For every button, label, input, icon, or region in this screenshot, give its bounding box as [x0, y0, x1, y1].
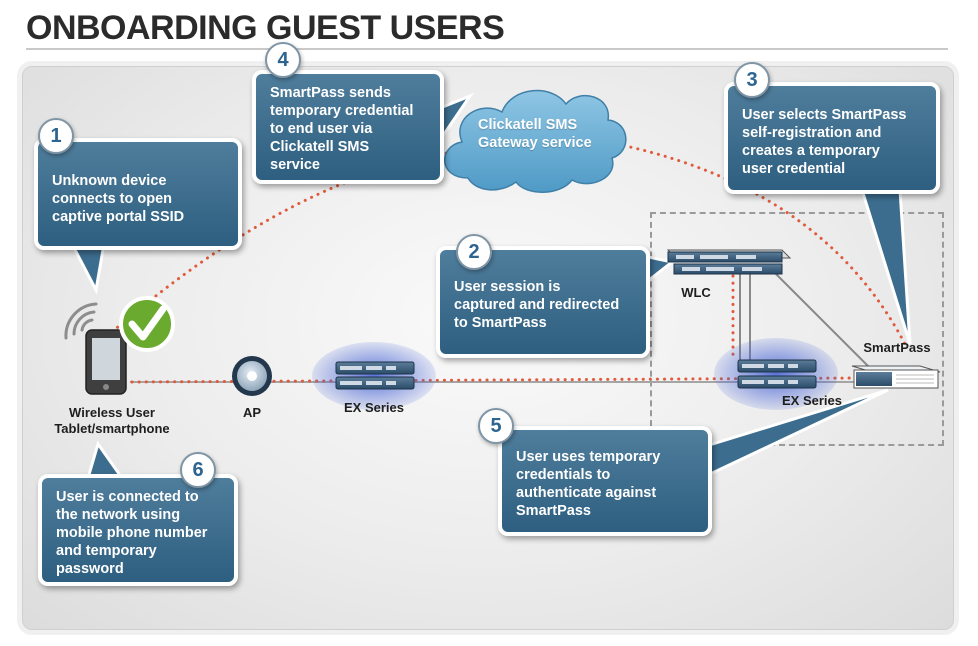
step-1-text-line: captive portal SSID [52, 209, 185, 225]
step-4-badge: 4 [265, 42, 301, 78]
step-1-badge: 1 [38, 118, 74, 154]
step-3-badge: 3 [734, 62, 770, 98]
step-1-text-line: connects to open [52, 191, 173, 207]
wireless-user-label: Wireless User Tablet/smartphone [42, 405, 182, 437]
title-divider [26, 48, 948, 50]
ap-label: AP [242, 405, 262, 420]
device-to-sms-gateway-path [110, 148, 470, 334]
step-3-text-line: User selects SmartPass [742, 107, 907, 123]
step-3-text-line: self-registration and [742, 125, 882, 141]
step-5-badge: 5 [478, 408, 514, 444]
smartphone-icon [85, 329, 127, 395]
step-6-text-line: and temporary [56, 543, 157, 559]
step-6-text-line: password [56, 561, 124, 577]
sms-gateway-label-line-2: Gateway service [478, 135, 592, 151]
step-6-badge: 6 [180, 452, 216, 488]
step-6-callout: User is connected to the network using m… [38, 474, 238, 586]
step-1-callout: Unknown device connects to open captive … [34, 138, 242, 250]
step-6-text-line: mobile phone number [56, 525, 208, 541]
step-4-text-line: Clickatell SMS [270, 139, 370, 155]
sms-gateway-label: Clickatell SMS Gateway service [478, 116, 592, 152]
step-4-callout: SmartPass sends temporary credential to … [252, 70, 444, 184]
wireless-signal-icon [64, 302, 98, 340]
wlc-controller-icon [666, 249, 792, 275]
smartpass-label: SmartPass [863, 340, 931, 355]
ex-series-right-label: EX Series [782, 393, 842, 408]
step-5-text-line: User uses temporary [516, 449, 661, 465]
step-6-text-line: User is connected to [56, 489, 199, 505]
step-3-callout: User selects SmartPass self-registration… [724, 82, 940, 194]
checkmark-icon [119, 296, 175, 352]
sms-gateway-label-line-1: Clickatell SMS [478, 117, 578, 133]
ex-series-left-label: EX Series [344, 400, 404, 415]
wireless-user-label-line-2: Tablet/smartphone [54, 421, 170, 436]
access-point-icon [232, 356, 272, 396]
step-2-text-line: User session is [454, 279, 561, 295]
step-3-text-line: creates a temporary [742, 143, 880, 159]
page-title: ONBOARDING GUEST USERS [26, 9, 505, 47]
step-5-callout: User uses temporary credentials to authe… [498, 426, 712, 536]
callout-6-tail [85, 440, 125, 480]
step-4-text-line: temporary credential [270, 103, 414, 119]
step-1-text-line: Unknown device [52, 173, 167, 189]
step-3-text-line: user credential [742, 161, 846, 177]
ex-series-right-switch-icon [714, 338, 838, 410]
callout-3-tail [859, 188, 912, 345]
ex-series-left-switch-icon [312, 342, 436, 410]
step-4-text-line: SmartPass sends [270, 85, 391, 101]
smartpass-appliance-icon [851, 365, 941, 389]
step-4-text-line: to end user via [270, 121, 373, 137]
step-2-badge: 2 [456, 234, 492, 270]
callout-1-tail [69, 242, 106, 295]
step-6-text-line: the network using [56, 507, 181, 523]
step-5-text-line: credentials to [516, 467, 611, 483]
step-2-text-line: captured and redirected [454, 297, 620, 313]
step-2-callout: User session is captured and redirected … [436, 246, 650, 358]
step-4-text-line: service [270, 157, 320, 173]
wlc-label: WLC [681, 285, 711, 300]
step-5-text-line: authenticate against [516, 485, 657, 501]
smartpass-zone-boundary [650, 212, 944, 446]
step-2-text-line: to SmartPass [454, 315, 547, 331]
wireless-user-label-line-1: Wireless User [69, 405, 155, 420]
wlc-to-smartpass-link [769, 267, 873, 371]
sms-gateway-cloud [444, 89, 627, 193]
step-5-text-line: SmartPass [516, 503, 591, 519]
